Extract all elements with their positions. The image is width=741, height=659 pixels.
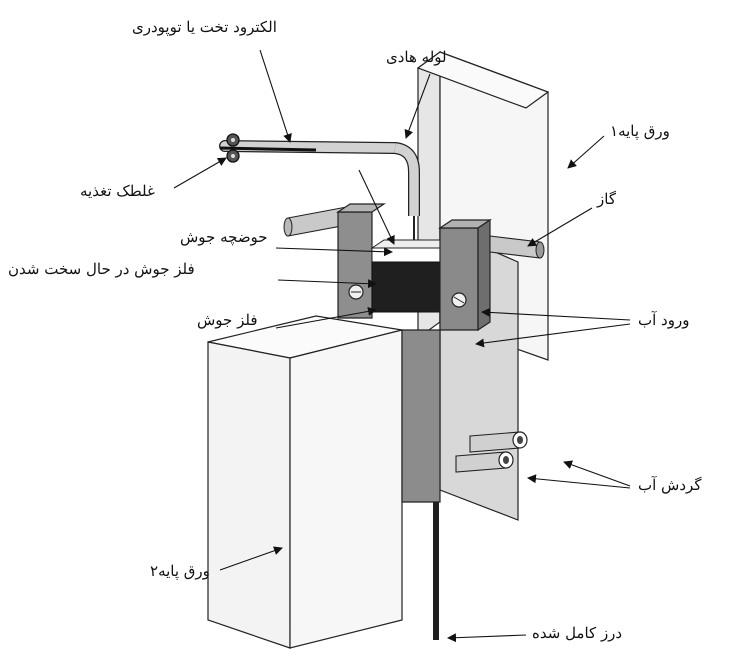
label-water-circulation: گردش آب [638, 476, 702, 494]
leader-base-plate-1 [567, 135, 605, 169]
label-guide-tube: لوله هادی [386, 48, 447, 66]
leader-weld-metal [275, 306, 377, 329]
lower-shoe [401, 329, 441, 503]
feed-roller [226, 133, 240, 163]
label-weld-metal: فلز جوش [197, 311, 258, 329]
label-weld-pool: حوضچه جوش [180, 228, 268, 246]
base-plate-2 [207, 315, 403, 649]
leader-completed-seam [447, 633, 527, 643]
label-base-plate-2: ورق پایه۲ [150, 562, 210, 580]
leader-solidifying [277, 279, 377, 289]
leader-electrode [259, 49, 292, 143]
leader-weld-pool-top [358, 169, 395, 245]
leader-feed-roller [173, 157, 227, 189]
label-gas: گاز [597, 190, 616, 208]
leader-water-inlet-1 [481, 307, 631, 321]
water-pipes [455, 431, 528, 473]
leader-lines [173, 49, 631, 643]
guide-tube [219, 140, 420, 248]
copper-shoe-front-right [438, 218, 492, 332]
leader-guide-tube [404, 73, 431, 139]
gas-pipe-left [283, 205, 353, 237]
leader-water-circ-1 [563, 460, 631, 487]
leader-weld-pool [275, 247, 393, 257]
label-water-inlet: ورود آب [638, 311, 690, 329]
label-feed-roller: غلطک تغذیه [80, 182, 155, 200]
leader-water-inlet-2 [475, 323, 631, 348]
label-solidifying-metal: فلز جوش در حال سخت شدن [8, 260, 195, 278]
electrode-wire [219, 146, 317, 152]
label-base-plate-1: ورق پایه۱ [610, 122, 670, 140]
label-completed-seam: درز کامل شده [532, 624, 623, 642]
completed-seam [433, 502, 439, 640]
leader-gas [527, 207, 593, 247]
leader-base-plate-2 [219, 546, 283, 571]
label-electrode: الکترود تخت یا توپودری [132, 18, 277, 36]
leader-water-circ-2 [527, 474, 631, 489]
